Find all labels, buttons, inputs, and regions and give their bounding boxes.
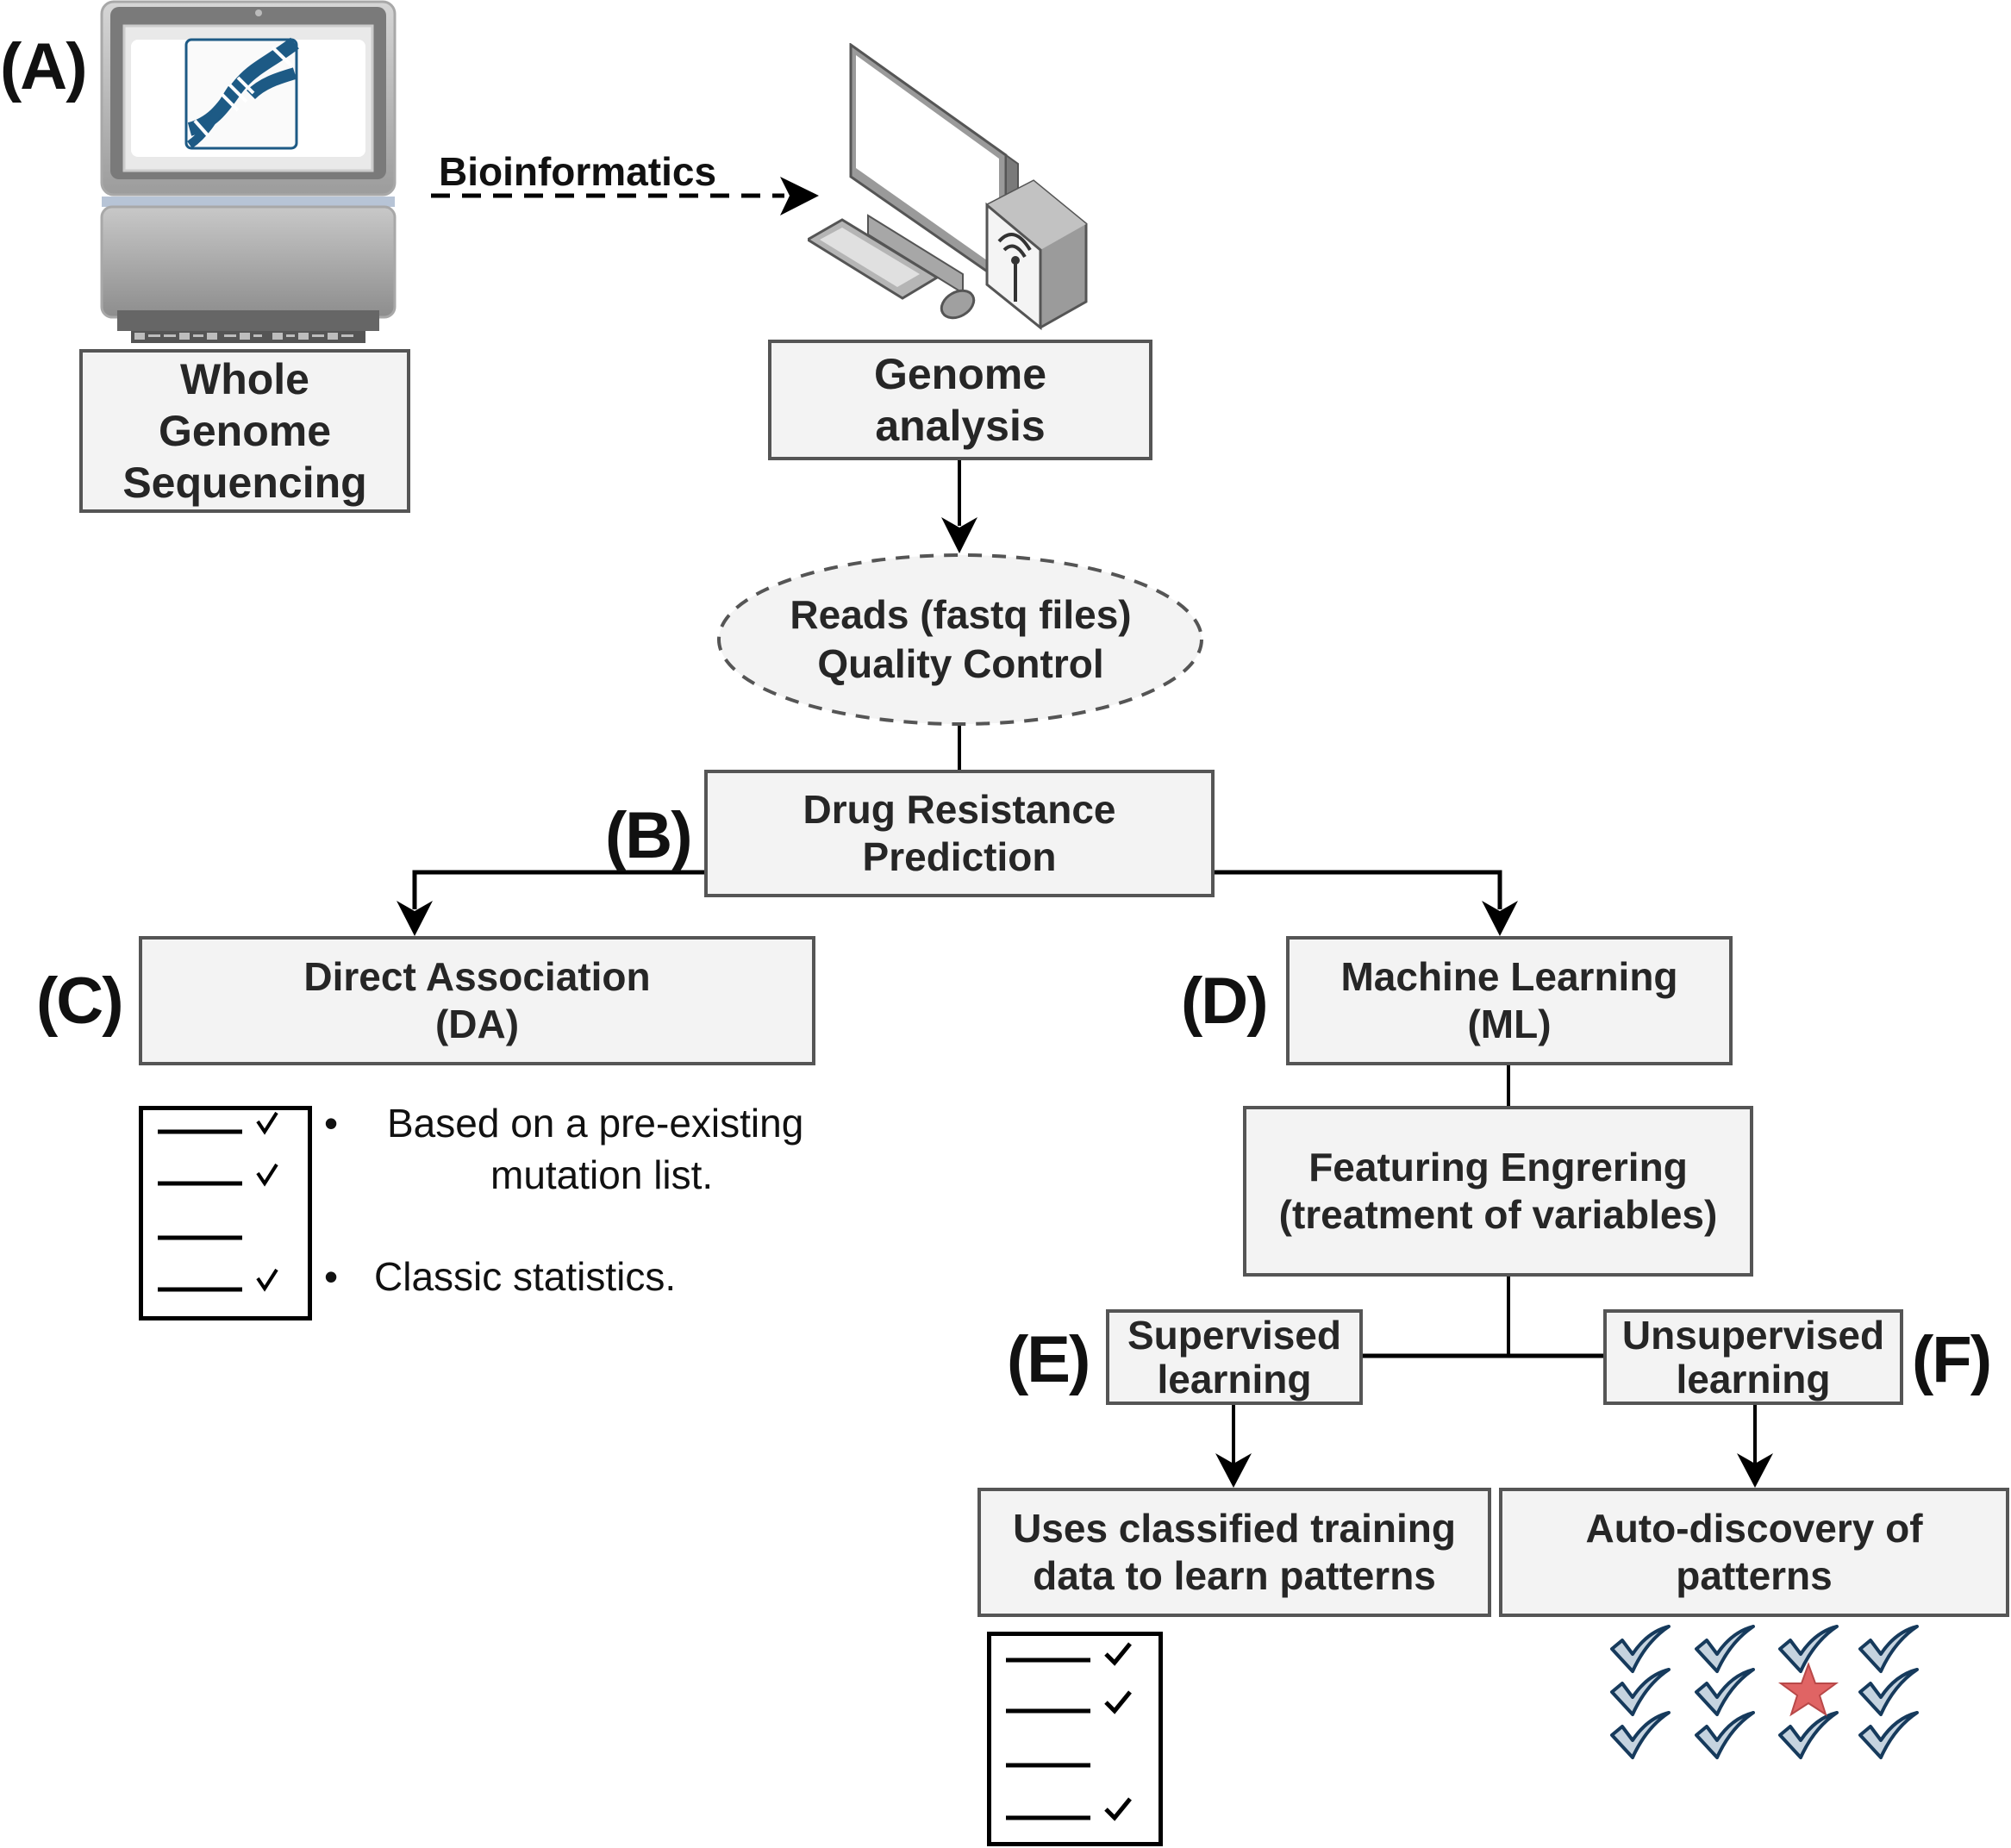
da-line-2: (DA)	[434, 1002, 520, 1046]
unsupervised-line-2: learning	[1676, 1356, 1831, 1402]
panel-label-e: (E)	[1007, 1323, 1090, 1396]
drug-line-1: Drug Resistance	[803, 786, 1116, 832]
da-bullet-1-line-2: mutation list.	[490, 1152, 714, 1197]
arrow-drug-to-da	[397, 870, 704, 936]
reads-qc-ellipse	[717, 553, 1203, 726]
wgs-line-2: Genome	[158, 407, 332, 455]
genome-analysis-line-1: Genome	[873, 350, 1047, 398]
unsupervised-description-box: Auto-discovery of patterns	[1499, 1488, 2009, 1617]
ml-line-2: (ML)	[1467, 1002, 1552, 1046]
feature-engineering-box: Featuring Engrering (treatment of variab…	[1243, 1106, 1753, 1277]
supervised-desc-line-1: Uses classified training	[1013, 1505, 1456, 1551]
drug-resistance-prediction-box: Drug Resistance Prediction	[704, 770, 1215, 897]
fe-line-1: Featuring Engrering	[1308, 1144, 1688, 1189]
unsupervised-line-1: Unsupervised	[1621, 1312, 1885, 1358]
check-row-2	[1610, 1668, 1919, 1716]
keyboard-icon	[808, 218, 940, 300]
arrow-drug-to-ml	[1215, 870, 1518, 936]
bioinformatics-label: Bioinformatics	[439, 149, 717, 194]
direct-association-box: Direct Association (DA)	[139, 936, 815, 1065]
reads-qc-text: Reads (fastq files) Quality Control	[718, 554, 1203, 725]
dna-sequencer-icon	[100, 0, 397, 343]
drug-line-2: Prediction	[862, 834, 1057, 879]
panel-label-b: (B)	[605, 799, 693, 872]
server-tower-icon	[985, 179, 1088, 331]
unsupervised-learning-box: Unsupervised learning	[1603, 1309, 1903, 1405]
da-bullet-2-line-1: Classic statistics.	[374, 1254, 677, 1299]
supervised-learning-box: Supervised learning	[1106, 1309, 1363, 1405]
supervised-desc-line-2: data to learn patterns	[1033, 1553, 1436, 1598]
fe-line-2: (treatment of variables)	[1278, 1192, 1718, 1237]
genome-analysis-line-2: analysis	[875, 402, 1046, 450]
arrow-supervised-to-desc	[1215, 1404, 1252, 1488]
genome-analysis-box: Genome analysis	[768, 340, 1152, 460]
checklist-icon	[139, 1106, 312, 1320]
da-line-1: Direct Association	[303, 953, 651, 999]
checkmark-grid-with-star-icon	[1610, 1625, 1919, 1759]
unsupervised-desc-line-2: patterns	[1676, 1553, 1833, 1598]
ml-line-1: Machine Learning	[1340, 953, 1678, 999]
reads-line: Reads (fastq files)	[790, 591, 1132, 637]
star-icon	[1777, 1662, 1839, 1717]
bioinformatics-arrow	[431, 177, 819, 215]
desktop-computer-icon	[808, 43, 1088, 331]
panel-label-a: (A)	[0, 30, 88, 103]
arrow-unsupervised-to-desc	[1737, 1404, 1773, 1488]
panel-label-d: (D)	[1181, 965, 1269, 1038]
supervised-line-1: Supervised	[1127, 1312, 1341, 1358]
mouse-icon	[940, 289, 976, 320]
supervised-checklist-icon	[987, 1632, 1163, 1846]
unsupervised-desc-line-1: Auto-discovery of	[1585, 1505, 1923, 1551]
panel-label-f: (F)	[1912, 1323, 1992, 1396]
supervised-line-2: learning	[1157, 1356, 1312, 1402]
check-row-1	[1610, 1625, 1919, 1673]
qc-line: Quality Control	[817, 641, 1104, 686]
arrow-genome-to-reads	[941, 459, 977, 553]
panel-label-c: (C)	[36, 965, 124, 1038]
dna-helix-icon	[184, 37, 299, 150]
supervised-description-box: Uses classified training data to learn p…	[977, 1488, 1491, 1617]
wgs-line-1: Whole	[180, 355, 309, 403]
check-row-3	[1610, 1711, 1919, 1759]
whole-genome-sequencing-box: Whole Genome Sequencing	[79, 349, 410, 513]
bullet-dot-2: •	[324, 1254, 339, 1299]
wgs-line-3: Sequencing	[122, 459, 367, 507]
da-bullet-1-line-1: Based on a pre-existing	[387, 1101, 804, 1146]
machine-learning-box: Machine Learning (ML)	[1286, 936, 1733, 1065]
bullet-dot-1: •	[324, 1101, 339, 1146]
